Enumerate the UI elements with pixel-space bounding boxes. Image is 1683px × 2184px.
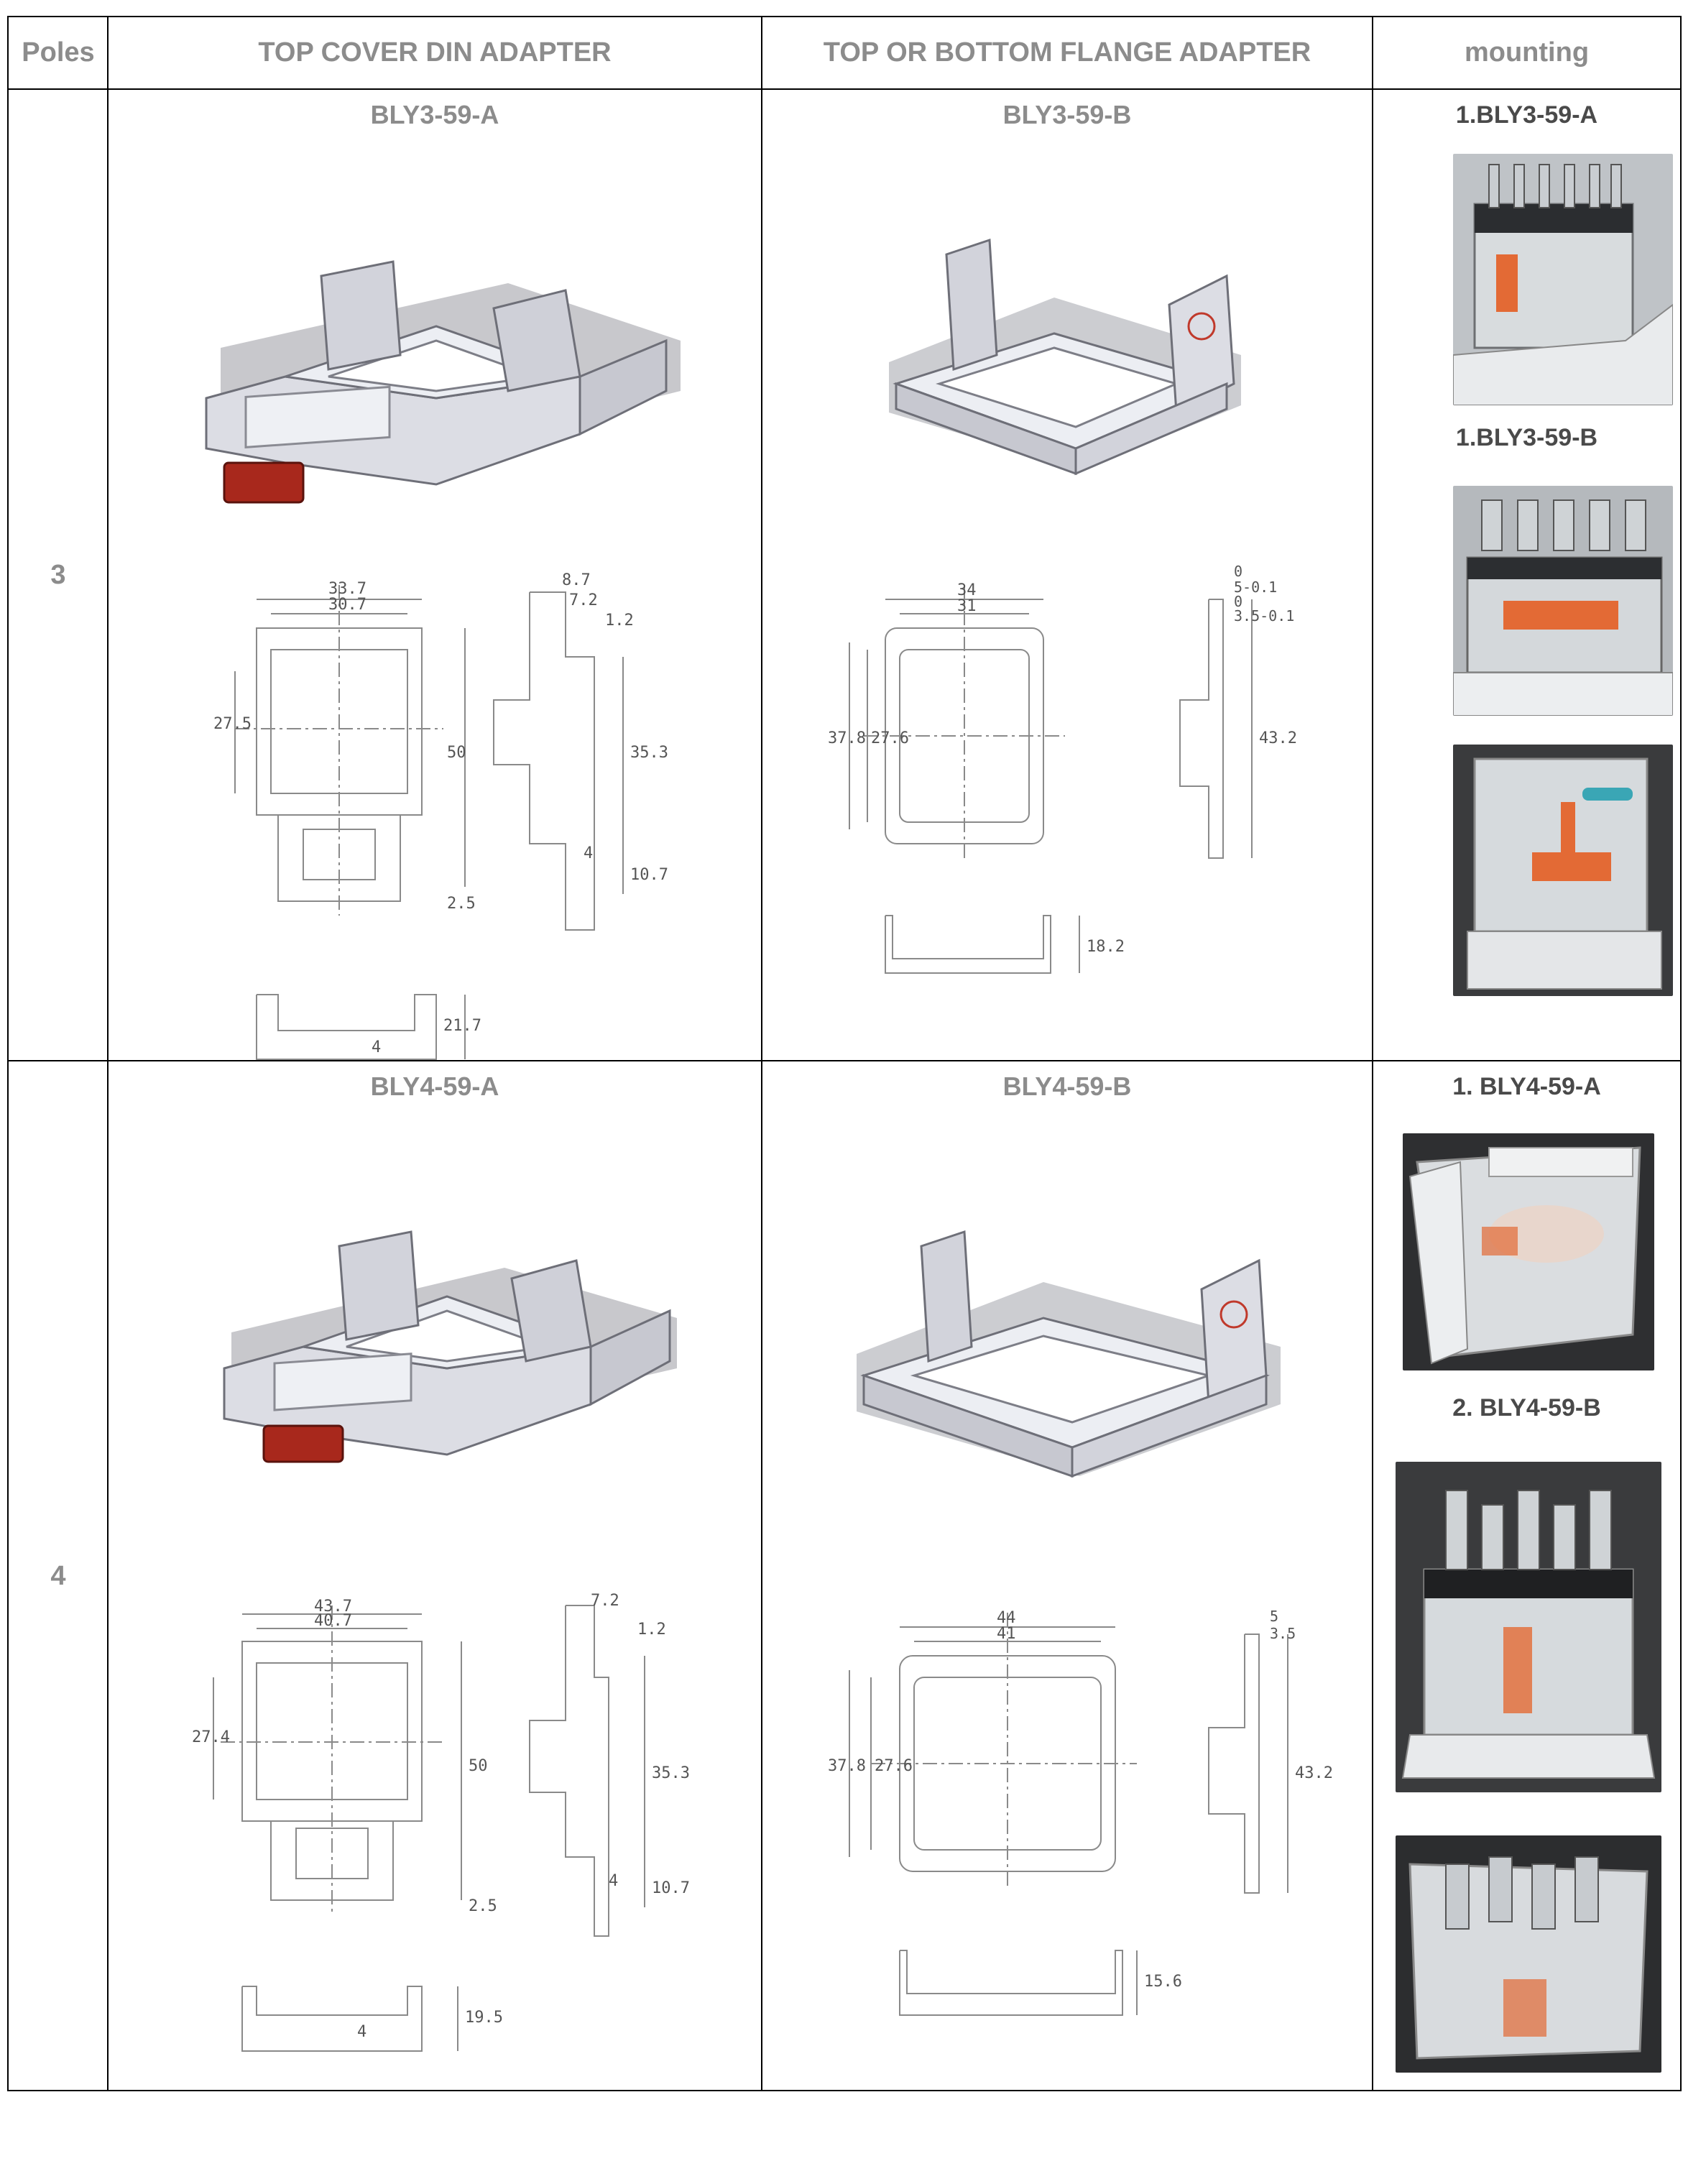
dim-label: 27.5 xyxy=(213,715,252,733)
mounting-label: 1. BLY4-59-A xyxy=(1452,1072,1601,1100)
adapter-table: Poles TOP COVER DIN ADAPTER TOP OR BOTTO… xyxy=(7,16,1682,2091)
dim-label: 15.6 xyxy=(1144,1973,1182,1991)
dim-label: 7.2 xyxy=(569,591,598,609)
header-din-adapter: TOP COVER DIN ADAPTER xyxy=(258,37,612,68)
poles-value: 3 xyxy=(50,559,66,590)
flange-adapter-drawing: 44 41 5 3.5 37.8 27.6 43.2 15.6 xyxy=(828,1608,1333,2016)
dim-label: 44 xyxy=(997,1609,1016,1627)
dim-label: 5 xyxy=(1270,1608,1278,1625)
dim-label: 10.7 xyxy=(652,1879,690,1897)
mounting-label: 1.BLY3-59-B xyxy=(1455,423,1598,451)
header-mounting: mounting xyxy=(1464,37,1590,68)
column-divider xyxy=(1372,17,1373,2090)
dim-label: 19.5 xyxy=(465,2009,503,2027)
dim-label: 1.2 xyxy=(605,612,634,630)
relay-photo-flange-adapter-top xyxy=(1453,486,1673,716)
dim-label: 35.3 xyxy=(630,744,668,762)
dim-label: 41 xyxy=(997,1625,1016,1643)
dim-label: 18.2 xyxy=(1087,938,1125,956)
din-adapter-drawing: 33.7 30.7 8.7 7.2 1.2 27.5 50 35.3 10.7 … xyxy=(213,571,668,1060)
dim-label: 37.8 xyxy=(828,729,866,747)
dim-label: 8.7 xyxy=(562,571,591,589)
relay-photo-flange-adapter-side xyxy=(1396,1835,1661,2073)
dim-label: 40.7 xyxy=(314,1612,352,1630)
dim-label: 4 xyxy=(357,2023,366,2041)
dim-label: 2.5 xyxy=(469,1897,497,1915)
dim-label: 37.8 xyxy=(828,1757,866,1775)
dim-label: 35.3 xyxy=(652,1764,690,1782)
relay-photo-din-adapter xyxy=(1403,1133,1654,1370)
header-flange-adapter: TOP OR BOTTOM FLANGE ADAPTER xyxy=(823,37,1311,68)
din-model-title: BLY4-59-A xyxy=(370,1072,499,1101)
dim-label: 30.7 xyxy=(328,596,366,614)
flange-adapter-3d-render xyxy=(889,238,1241,476)
dim-label: 34 xyxy=(957,581,977,599)
relay-photo-din-adapter xyxy=(1453,154,1673,405)
dim-label: 27.6 xyxy=(871,729,909,747)
row-divider xyxy=(9,88,1680,90)
dim-label: 43.2 xyxy=(1295,1764,1333,1782)
flange-model-title: BLY3-59-B xyxy=(1002,100,1132,129)
header-poles: Poles xyxy=(22,37,95,68)
dim-label: 50 xyxy=(469,1757,488,1775)
dim-label: 10.7 xyxy=(630,866,668,884)
dim-label: 21.7 xyxy=(443,1017,481,1035)
dim-label: 5-0.1 xyxy=(1234,579,1277,596)
dim-label: 0 xyxy=(1234,563,1242,580)
dim-label: 3.5-0.1 xyxy=(1234,607,1294,625)
din-adapter-drawing: 43.7 40.7 7.2 1.2 27.4 50 35.3 10.7 4 2.… xyxy=(192,1592,690,2052)
relay-photo-flange-adapter-side xyxy=(1453,745,1673,996)
dim-label: 7.2 xyxy=(591,1592,619,1610)
dim-label: 27.4 xyxy=(192,1728,230,1746)
flange-adapter-3d-render xyxy=(857,1230,1281,1478)
din-model-title: BLY3-59-A xyxy=(370,100,499,129)
dim-label: 1.2 xyxy=(637,1621,666,1639)
din-adapter-3d-render xyxy=(205,260,681,504)
flange-model-title: BLY4-59-B xyxy=(1002,1072,1132,1101)
dim-label: 2.5 xyxy=(447,895,476,913)
dim-label: 43.2 xyxy=(1259,729,1297,747)
dim-label: 27.6 xyxy=(875,1757,913,1775)
dim-label: 4 xyxy=(584,844,593,862)
row-divider xyxy=(9,1060,1680,1061)
din-adapter-3d-render xyxy=(223,1230,677,1463)
dim-label: 3.5 xyxy=(1270,1625,1296,1642)
mounting-label: 1.BLY3-59-A xyxy=(1455,101,1598,129)
dim-label: 31 xyxy=(957,597,977,615)
dim-label: 4 xyxy=(372,1038,381,1056)
dim-label: 0 xyxy=(1234,593,1242,610)
column-divider xyxy=(107,17,109,2090)
dim-label: 4 xyxy=(609,1872,618,1890)
poles-value: 4 xyxy=(50,1561,66,1591)
column-divider xyxy=(761,17,762,2090)
dim-label: 43.7 xyxy=(314,1598,352,1616)
dim-label: 50 xyxy=(447,744,466,762)
flange-adapter-drawing: 34 31 0 5-0.1 0 3.5-0.1 37.8 27.6 43.2 1… xyxy=(828,563,1297,974)
relay-photo-flange-adapter-top xyxy=(1396,1462,1661,1792)
dim-label: 33.7 xyxy=(328,580,366,598)
mounting-label: 2. BLY4-59-B xyxy=(1452,1393,1601,1422)
